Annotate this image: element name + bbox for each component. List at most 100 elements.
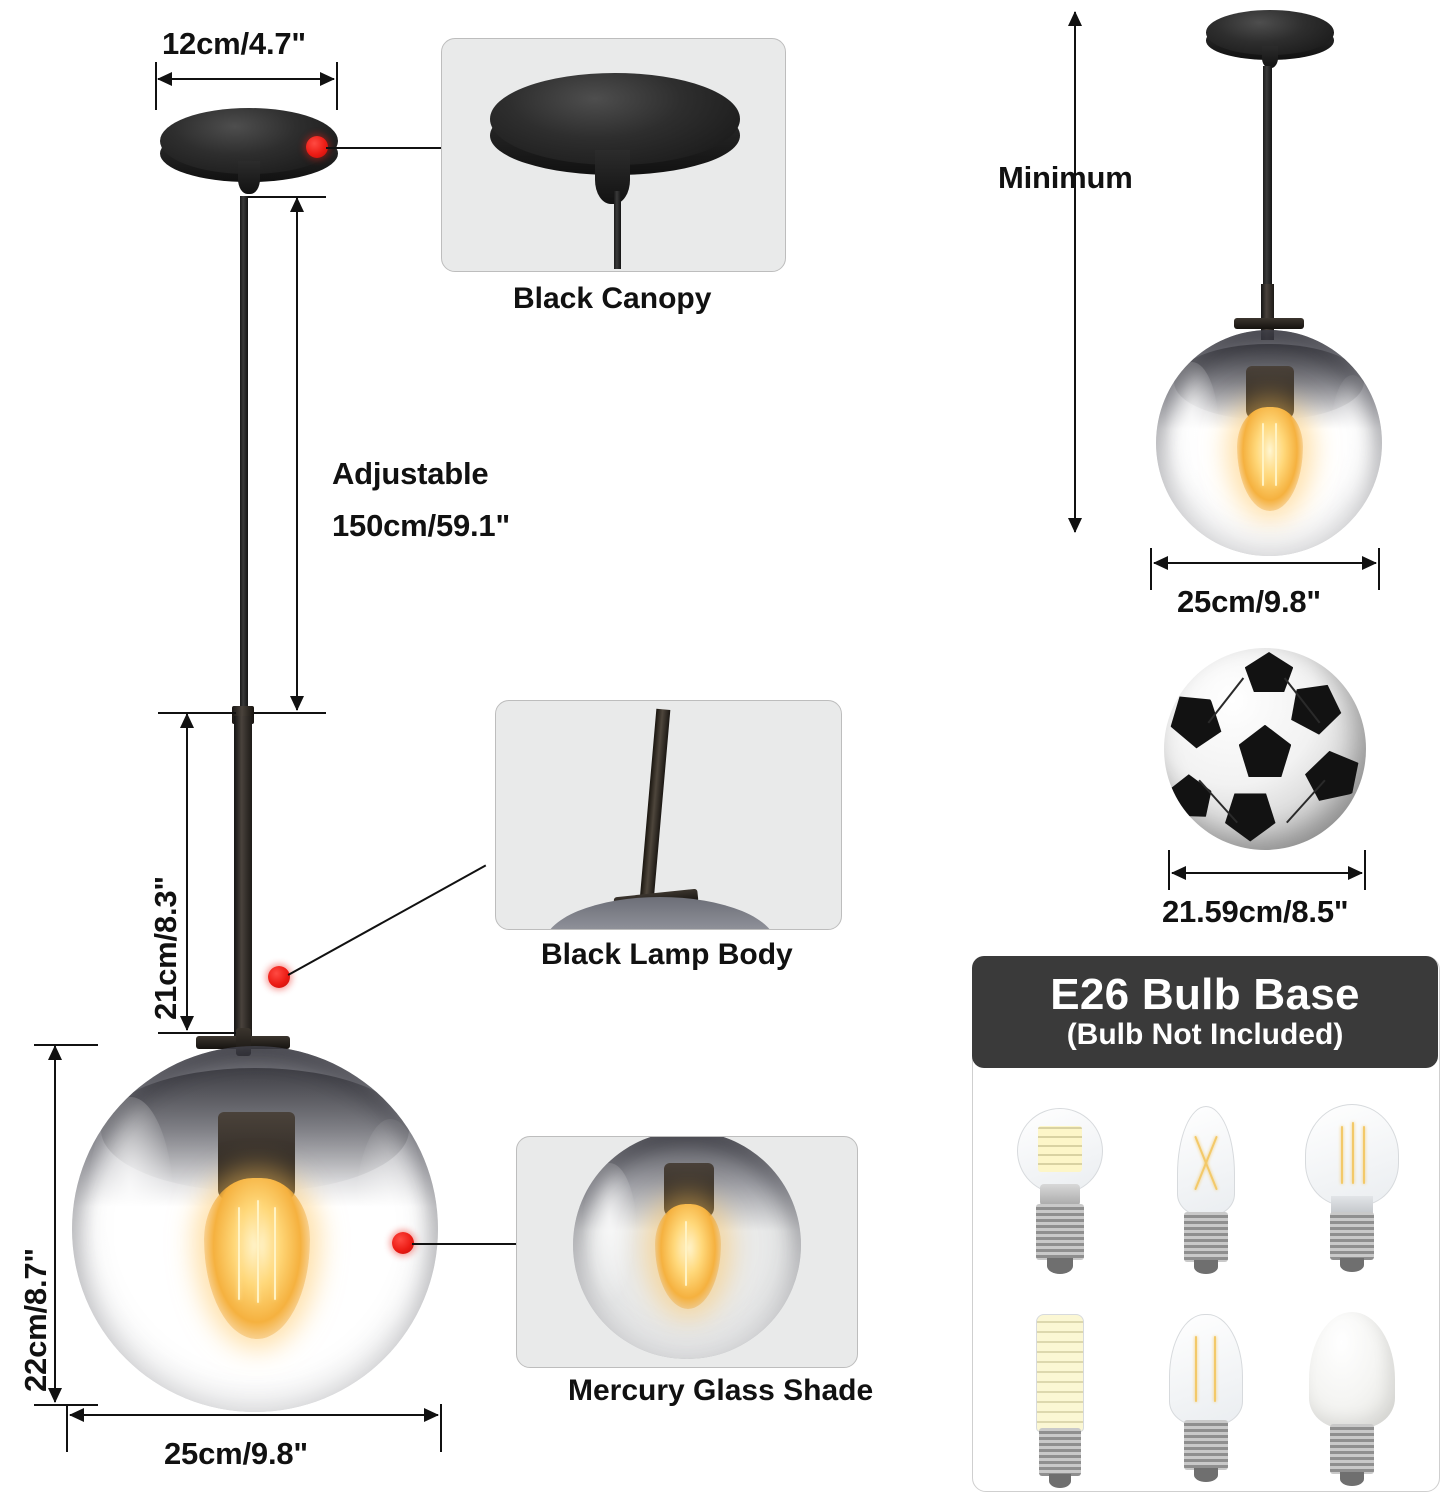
- soccer-pentagon-right: [1301, 742, 1366, 809]
- bulb6-tip: [1340, 1472, 1364, 1486]
- canopy-width-label: 12cm/4.7": [162, 26, 306, 61]
- soccer-width-ext-left: [1168, 850, 1170, 890]
- callout-box-lamp-body: [495, 700, 842, 930]
- canopy-nub-zoom: [595, 149, 630, 204]
- shade-width-arrow: [69, 1408, 439, 1422]
- bulb-candle-filament: [1136, 1100, 1276, 1300]
- adjustable-ext-bottom: [248, 712, 326, 714]
- shade-height-arrow: [48, 1045, 62, 1403]
- soccer-pentagon-center: [1238, 724, 1292, 778]
- bulb1-neck: [1040, 1184, 1080, 1206]
- soccer-pentagon-bottom-left: [1164, 770, 1222, 830]
- glass-shade-zoom-filament: [685, 1220, 688, 1286]
- soccer-width-ext-right: [1364, 850, 1366, 890]
- right-globe-filament-1: [1262, 423, 1265, 486]
- right-canopy: [1206, 10, 1334, 72]
- canopy-nub: [238, 161, 260, 195]
- shade-height-label: 22cm/8.7": [18, 1248, 53, 1392]
- canopy-zoom-cord: [614, 191, 621, 269]
- bulb1-smd-chips: [1038, 1126, 1082, 1172]
- rod-dim-arrow: [180, 713, 194, 1031]
- glass-shade-zoom-globe: [573, 1137, 801, 1359]
- canopy-marker-dot: [306, 136, 328, 158]
- right-pendant-cord: [1263, 66, 1272, 288]
- right-globe-filament-2: [1275, 423, 1278, 486]
- glass-shade-marker-dot: [392, 1232, 414, 1254]
- rod-dim-ext-top: [158, 712, 236, 714]
- callout-label-glass-shade: Mercury Glass Shade: [568, 1374, 874, 1407]
- canopy-width-ext-left: [155, 62, 157, 110]
- bulb-led-smd-globe: [990, 1100, 1130, 1300]
- e26-subtitle: (Bulb Not Included): [1066, 1018, 1344, 1052]
- soccer-seam-1: [1207, 677, 1244, 724]
- right-width-arrow: [1153, 556, 1377, 570]
- bulb3-filament-3: [1363, 1126, 1366, 1184]
- main-glass-globe: [72, 1046, 438, 1412]
- soccer-ball-width-label: 21.59cm/8.5": [1162, 894, 1349, 929]
- canopy-width-ext-right: [336, 62, 338, 110]
- adjustable-arrow: [290, 197, 304, 711]
- globe-filament-3: [273, 1206, 276, 1301]
- rod-length-label: 21cm/8.3": [148, 876, 183, 1020]
- bulb3-filament-2: [1352, 1122, 1354, 1184]
- right-globe-edison-bulb: [1237, 406, 1303, 511]
- right-canopy-nub: [1262, 45, 1278, 69]
- lamp-body-leader-line: [287, 864, 487, 976]
- e26-banner: E26 Bulb Base (Bulb Not Included): [972, 956, 1438, 1068]
- bulb1-e26-base: [1036, 1204, 1084, 1260]
- glass-shade-zoom-bulb: [655, 1203, 722, 1309]
- right-glass-globe: [1156, 330, 1382, 556]
- callout-label-canopy: Black Canopy: [513, 282, 712, 315]
- glass-shade-leader-line: [412, 1243, 516, 1245]
- globe-rim-light: [72, 1046, 438, 1412]
- canopy-width-arrow: [157, 72, 335, 86]
- canopy-leader-line: [326, 147, 442, 149]
- bulb2-e26-base: [1184, 1212, 1228, 1262]
- callout-label-lamp-body: Black Lamp Body: [541, 938, 793, 971]
- main-suspension-cord: [240, 196, 248, 712]
- lamp-body-rod: [234, 716, 252, 1036]
- right-pendant-yoke: [1234, 318, 1304, 329]
- bulb1-tip: [1047, 1258, 1073, 1274]
- lamp-body-zoom-rod: [639, 708, 671, 902]
- bulb4-e26-base: [1039, 1428, 1081, 1476]
- bulb5-e26-base: [1184, 1420, 1228, 1470]
- canopy-3d-zoom: [490, 73, 740, 204]
- bulb3-tip: [1340, 1258, 1364, 1272]
- callout-box-glass-shade: [516, 1136, 858, 1368]
- bulb5-filament-2: [1214, 1336, 1217, 1402]
- right-width-ext-right: [1378, 548, 1380, 590]
- adjustable-label-line1: Adjustable: [332, 456, 489, 491]
- right-globe-rim-light: [1156, 330, 1382, 556]
- bulb2-tip: [1194, 1260, 1218, 1274]
- globe-filament-2: [256, 1200, 259, 1304]
- bulb3-neck: [1331, 1196, 1373, 1214]
- lamp-body-zoom-globe-top: [544, 897, 776, 929]
- right-pendant-width-label: 25cm/9.8": [1177, 584, 1321, 619]
- minimum-height-arrow: [1068, 11, 1082, 533]
- bulb5-filament-1: [1194, 1336, 1197, 1402]
- globe-sheen-right: [353, 1119, 428, 1332]
- bulb-frosted-a19: [1282, 1310, 1422, 1490]
- bulb-st58-filament: [1136, 1310, 1276, 1490]
- soccer-seam-4: [1286, 779, 1327, 824]
- right-globe-sheen-right: [1330, 375, 1376, 507]
- bulb5-glass: [1169, 1314, 1243, 1426]
- minimum-label: Minimum: [998, 160, 1133, 195]
- right-width-ext-left: [1150, 548, 1152, 590]
- adjustable-ext-top: [248, 196, 326, 198]
- glass-shade-zoom-sheen: [582, 1162, 637, 1305]
- adjustable-label-line2: 150cm/59.1": [332, 508, 510, 543]
- shade-width-ext-left: [66, 1404, 68, 1452]
- bulb-corn-led-tube: [990, 1310, 1130, 1490]
- glass-shade-zoom-rim: [573, 1137, 801, 1359]
- globe-edison-bulb: [203, 1177, 310, 1339]
- lamp-body-marker-dot: [268, 966, 290, 988]
- bulb4-glass: [1036, 1314, 1084, 1432]
- bulb5-tip: [1194, 1468, 1218, 1482]
- bulb-g25-globe-filament: [1282, 1100, 1422, 1300]
- e26-title: E26 Bulb Base: [1050, 970, 1360, 1020]
- rod-dim-ext-bottom: [158, 1032, 236, 1034]
- bulb6-glass: [1309, 1312, 1395, 1428]
- soccer-pentagon-left: [1164, 683, 1229, 754]
